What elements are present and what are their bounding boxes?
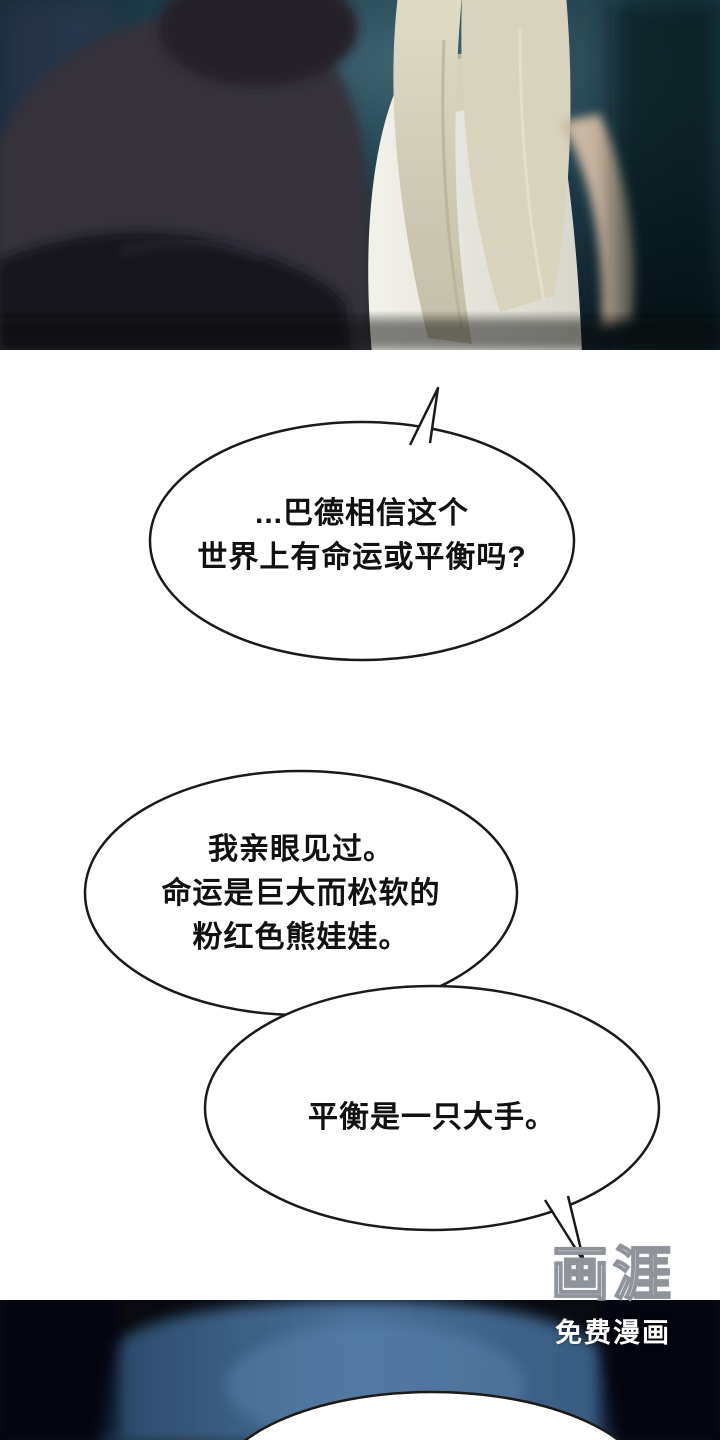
right-vignette (612, 0, 720, 350)
speech-bubble-2-text: 我亲眼见过。 命运是巨大而松软的 粉红色熊娃娃。 (91, 828, 511, 960)
bottom-vignette (0, 318, 720, 350)
watermark-logo: 画涯 (550, 1242, 675, 1307)
speech-bubble-3-text: 平衡是一只大手。 (222, 1096, 642, 1140)
bubble-2-line-2: 命运是巨大而松软的 (161, 877, 441, 910)
bubble-2-line-3: 粉红色熊娃娃。 (192, 921, 410, 954)
bubble-1-line-2: 世界上有命运或平衡吗? (197, 541, 527, 574)
man-figure (0, 0, 374, 350)
bubble-3-line-1: 平衡是一只大手。 (308, 1101, 556, 1134)
woman-figure (368, 0, 635, 350)
speech-bubble-1-tail (408, 386, 440, 446)
watermark: 画涯 免费漫画 (520, 1242, 706, 1350)
comic-panel-top (0, 0, 720, 350)
top-panel-illustration (0, 0, 720, 350)
bubble-1-line-1: ...巴德相信这个 (254, 497, 469, 530)
watermark-subtitle: 免费漫画 (555, 1318, 671, 1348)
speech-bubble-1-text: ...巴德相信这个 世界上有命运或平衡吗? (152, 492, 572, 580)
bubble-2-line-1: 我亲眼见过。 (208, 833, 394, 866)
